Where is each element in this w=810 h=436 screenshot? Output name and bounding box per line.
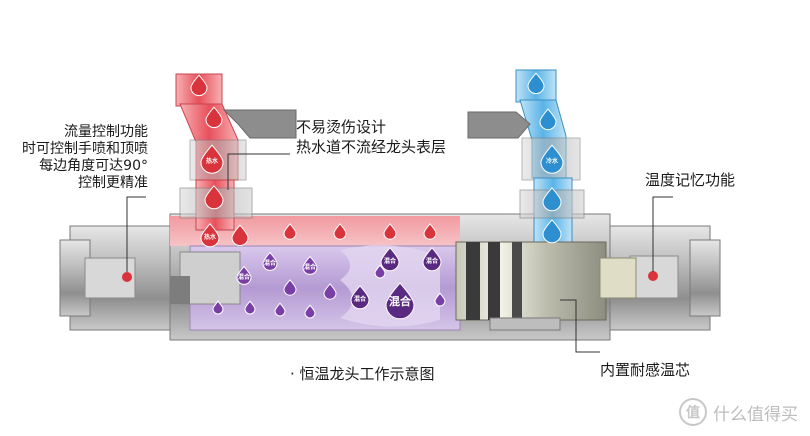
hot-droplet [204, 185, 224, 210]
callout-temp-memory: 温度记忆功能 [645, 171, 736, 189]
leader-flow-control [126, 196, 146, 272]
callout-flow-control: 流量控制功能 时可控制手喷和顶喷 每边角度可达90° 控制更精准 [20, 124, 148, 192]
hot-droplet [190, 74, 208, 97]
mixed-droplet [212, 300, 224, 315]
flow-control-line-2: 时可控制手喷和顶喷 [22, 141, 148, 157]
hot-droplet [423, 223, 437, 240]
watermark-logo: 值 [679, 398, 707, 426]
mixed-droplet-label: 混合 [354, 295, 367, 303]
mixed-droplet [422, 247, 442, 272]
leader-cartridge [560, 299, 600, 353]
leader-no-scald [227, 153, 290, 190]
mixed-droplet [304, 304, 316, 319]
cold-droplet [539, 108, 557, 131]
mixed-droplet [236, 265, 252, 285]
mixed-droplet [244, 300, 256, 315]
no-scald-line-1: 不易烫伤设计 [296, 118, 387, 136]
mixed-droplet-label: 混合 [384, 257, 397, 265]
cold-droplet [540, 144, 564, 174]
mixed-droplet [380, 247, 400, 272]
hot-droplet [200, 223, 220, 248]
hot-droplet [205, 106, 223, 129]
leader-temp-memory [652, 196, 673, 272]
hot-droplet [231, 224, 249, 247]
no-scald-line-2: 热水道不流经龙头表层 [296, 138, 447, 156]
flow-control-line-1: 流量控制功能 [64, 124, 148, 140]
hot-droplet-label: 热水 [206, 157, 219, 165]
mixed-droplet-label: 混合 [426, 257, 439, 265]
mixed-droplet [385, 282, 415, 320]
diagram-caption: · 恒温龙头工作示意图 [290, 365, 435, 383]
hot-droplet [383, 223, 397, 240]
callout-no-scald: 不易烫伤设计 热水道不流经龙头表层 [296, 117, 446, 157]
flow-control-line-4: 控制更精准 [78, 175, 148, 191]
mixed-droplet [262, 251, 278, 271]
mixed-droplet [302, 255, 318, 275]
mixed-droplet [323, 283, 337, 300]
watermark-text: 什么值得买 [713, 404, 798, 425]
mixed-droplet [350, 285, 370, 310]
hot-droplet [283, 223, 297, 240]
mixed-droplet [374, 264, 386, 279]
hot-droplet [333, 223, 347, 240]
right-pin-dot [648, 271, 658, 281]
cold-droplet [542, 219, 562, 244]
mixed-droplet [274, 302, 286, 317]
cold-droplet [527, 72, 545, 95]
flow-control-line-3: 每边角度可达90° [39, 158, 148, 174]
water-droplets: 热水热水冷水混合混合混合混合混合混合混合 [190, 72, 564, 320]
mixed-droplet [434, 292, 446, 307]
hot-droplet-label: 热水 [204, 233, 217, 241]
mixed-droplet [283, 279, 297, 296]
leader-lines [126, 153, 673, 353]
watermark: 值 什么值得买 [679, 398, 798, 426]
cold-droplet [542, 187, 562, 212]
hot-droplet [200, 144, 224, 174]
left-pin-dot [122, 272, 132, 282]
callout-cartridge: 内置耐感温芯 [600, 361, 691, 379]
mixed-droplet-label: 混合 [238, 273, 251, 281]
hot-inlet [175, 73, 297, 231]
mixed-droplet-label: 混合 [304, 263, 317, 271]
mixed-droplet-label: 混合 [389, 294, 412, 308]
mixed-droplet-label: 混合 [264, 259, 277, 267]
thermostatic-cartridge [455, 241, 637, 331]
cold-droplet-label: 冷水 [546, 157, 559, 165]
